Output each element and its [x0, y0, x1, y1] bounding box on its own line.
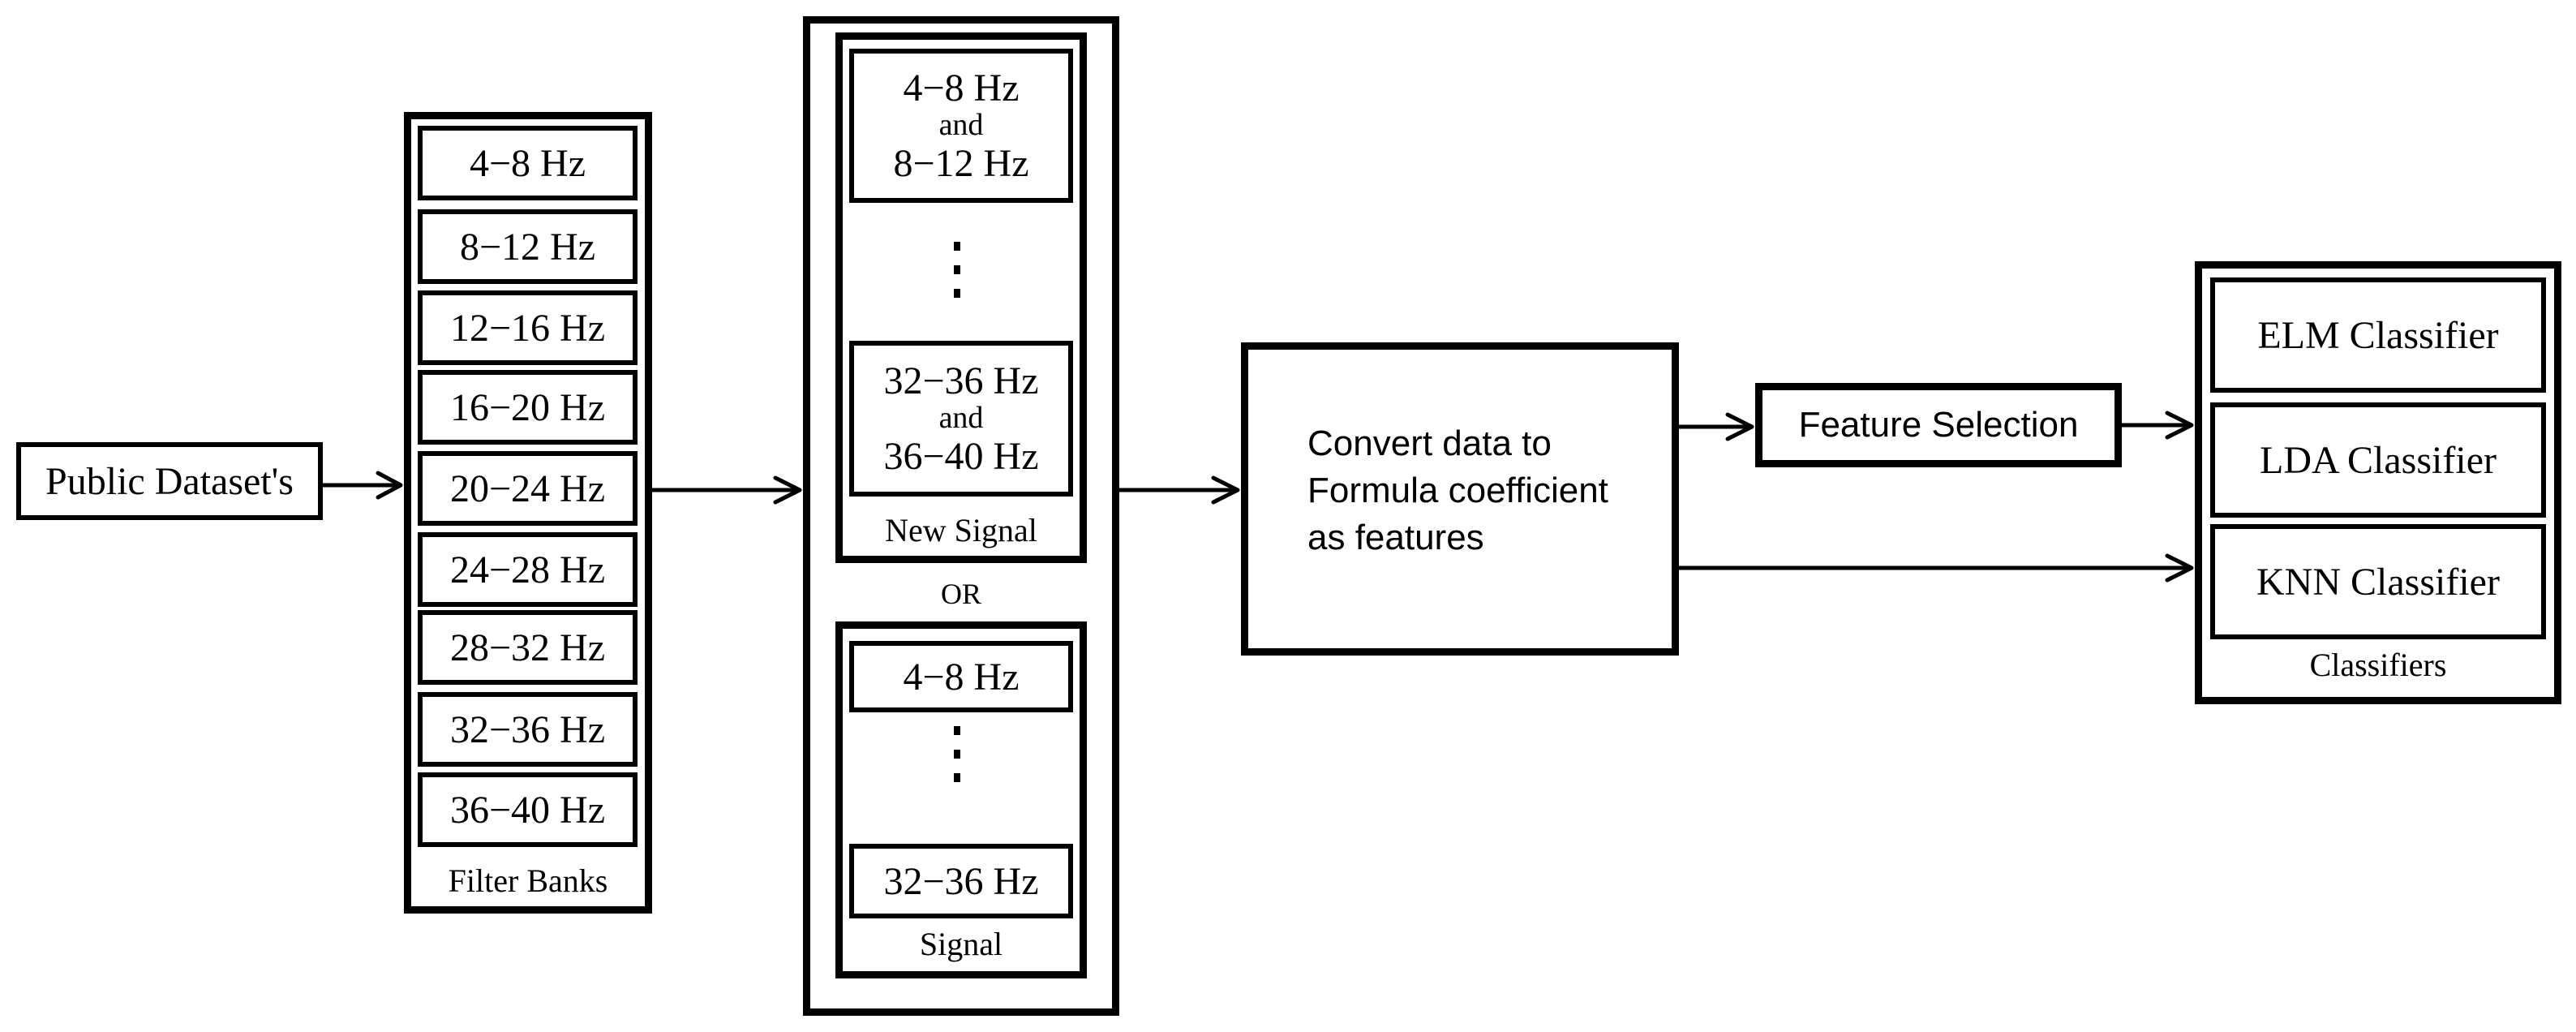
ellipsis-dots [954, 726, 960, 797]
filter-band-box: 4−8 Hz [418, 126, 638, 200]
arrow-convert-to-feature-selection [1677, 412, 1754, 441]
signal-bottom-label: 32−36 Hz [883, 859, 1039, 903]
signal-bottom-box: 32−36 Hz [849, 844, 1073, 918]
new-signal-bottom-line1: 32−36 Hz [883, 359, 1039, 402]
new-signal-caption: New Signal [885, 512, 1037, 548]
filter-band-box: 12−16 Hz [418, 290, 638, 365]
or-label: OR [940, 578, 981, 610]
filter-band-box: 20−24 Hz [418, 451, 638, 526]
feature-selection-label: Feature Selection [1798, 405, 2079, 445]
arrow-feature-selection-to-classifiers [2119, 411, 2194, 440]
ellipsis-dots [954, 242, 960, 312]
feature-selection-box: Feature Selection [1755, 383, 2122, 467]
filter-band-box: 24−28 Hz [418, 532, 638, 607]
new-signal-bottom-box: 32−36 Hz and 36−40 Hz [849, 341, 1073, 497]
arrow-convert-to-classifiers [1677, 553, 2194, 583]
filter-band-label: 28−32 Hz [449, 626, 606, 669]
convert-line: Convert data to [1307, 424, 1552, 463]
new-signal-bottom-line2: 36−40 Hz [883, 434, 1039, 478]
filter-band-label: 16−20 Hz [449, 385, 606, 429]
filter-band-box: 16−20 Hz [418, 370, 638, 445]
classifiers-caption: Classifiers [2309, 647, 2447, 683]
filter-band-label: 8−12 Hz [459, 225, 596, 269]
filter-banks-caption: Filter Banks [448, 862, 608, 899]
filter-band-label: 4−8 Hz [469, 141, 586, 185]
arrow-signals-to-convert [1117, 475, 1240, 505]
signal-caption: Signal [919, 926, 1003, 962]
filter-band-box: 8−12 Hz [418, 209, 638, 284]
new-signal-top-line2: 8−12 Hz [893, 141, 1029, 185]
signal-top-label: 4−8 Hz [903, 655, 1020, 699]
new-signal-top-line1: 4−8 Hz [903, 66, 1020, 110]
new-signal-bottom-joiner: and [938, 401, 984, 436]
filter-band-label: 24−28 Hz [449, 548, 606, 591]
filter-band-box: 36−40 Hz [418, 772, 638, 847]
filter-band-label: 32−36 Hz [449, 707, 606, 751]
classifier-label: KNN Classifier [2256, 560, 2500, 604]
classifier-box: ELM Classifier [2210, 277, 2546, 393]
arrow-dataset-to-filters [320, 471, 403, 500]
classifier-box: KNN Classifier [2210, 524, 2546, 639]
classifier-label: LDA Classifier [2260, 438, 2497, 482]
signal-top-box: 4−8 Hz [849, 641, 1073, 712]
convert-box [1241, 342, 1679, 656]
filter-band-box: 32−36 Hz [418, 692, 638, 767]
public-dataset-label: Public Dataset's [45, 459, 294, 503]
classifier-box: LDA Classifier [2210, 402, 2546, 518]
convert-line: Formula coefficient [1307, 471, 1608, 510]
filter-band-label: 12−16 Hz [449, 306, 606, 350]
filter-band-label: 20−24 Hz [449, 467, 606, 510]
convert-line: as features [1307, 518, 1484, 557]
public-dataset-box: Public Dataset's [16, 442, 323, 520]
arrow-filters-to-signals [650, 475, 802, 505]
classifier-label: ELM Classifier [2257, 313, 2499, 357]
new-signal-top-box: 4−8 Hz and 8−12 Hz [849, 49, 1073, 203]
convert-text: Convert data to Formula coefficient as f… [1307, 420, 1608, 561]
new-signal-top-joiner: and [938, 108, 984, 143]
filter-band-label: 36−40 Hz [449, 788, 606, 832]
filter-band-box: 28−32 Hz [418, 610, 638, 685]
